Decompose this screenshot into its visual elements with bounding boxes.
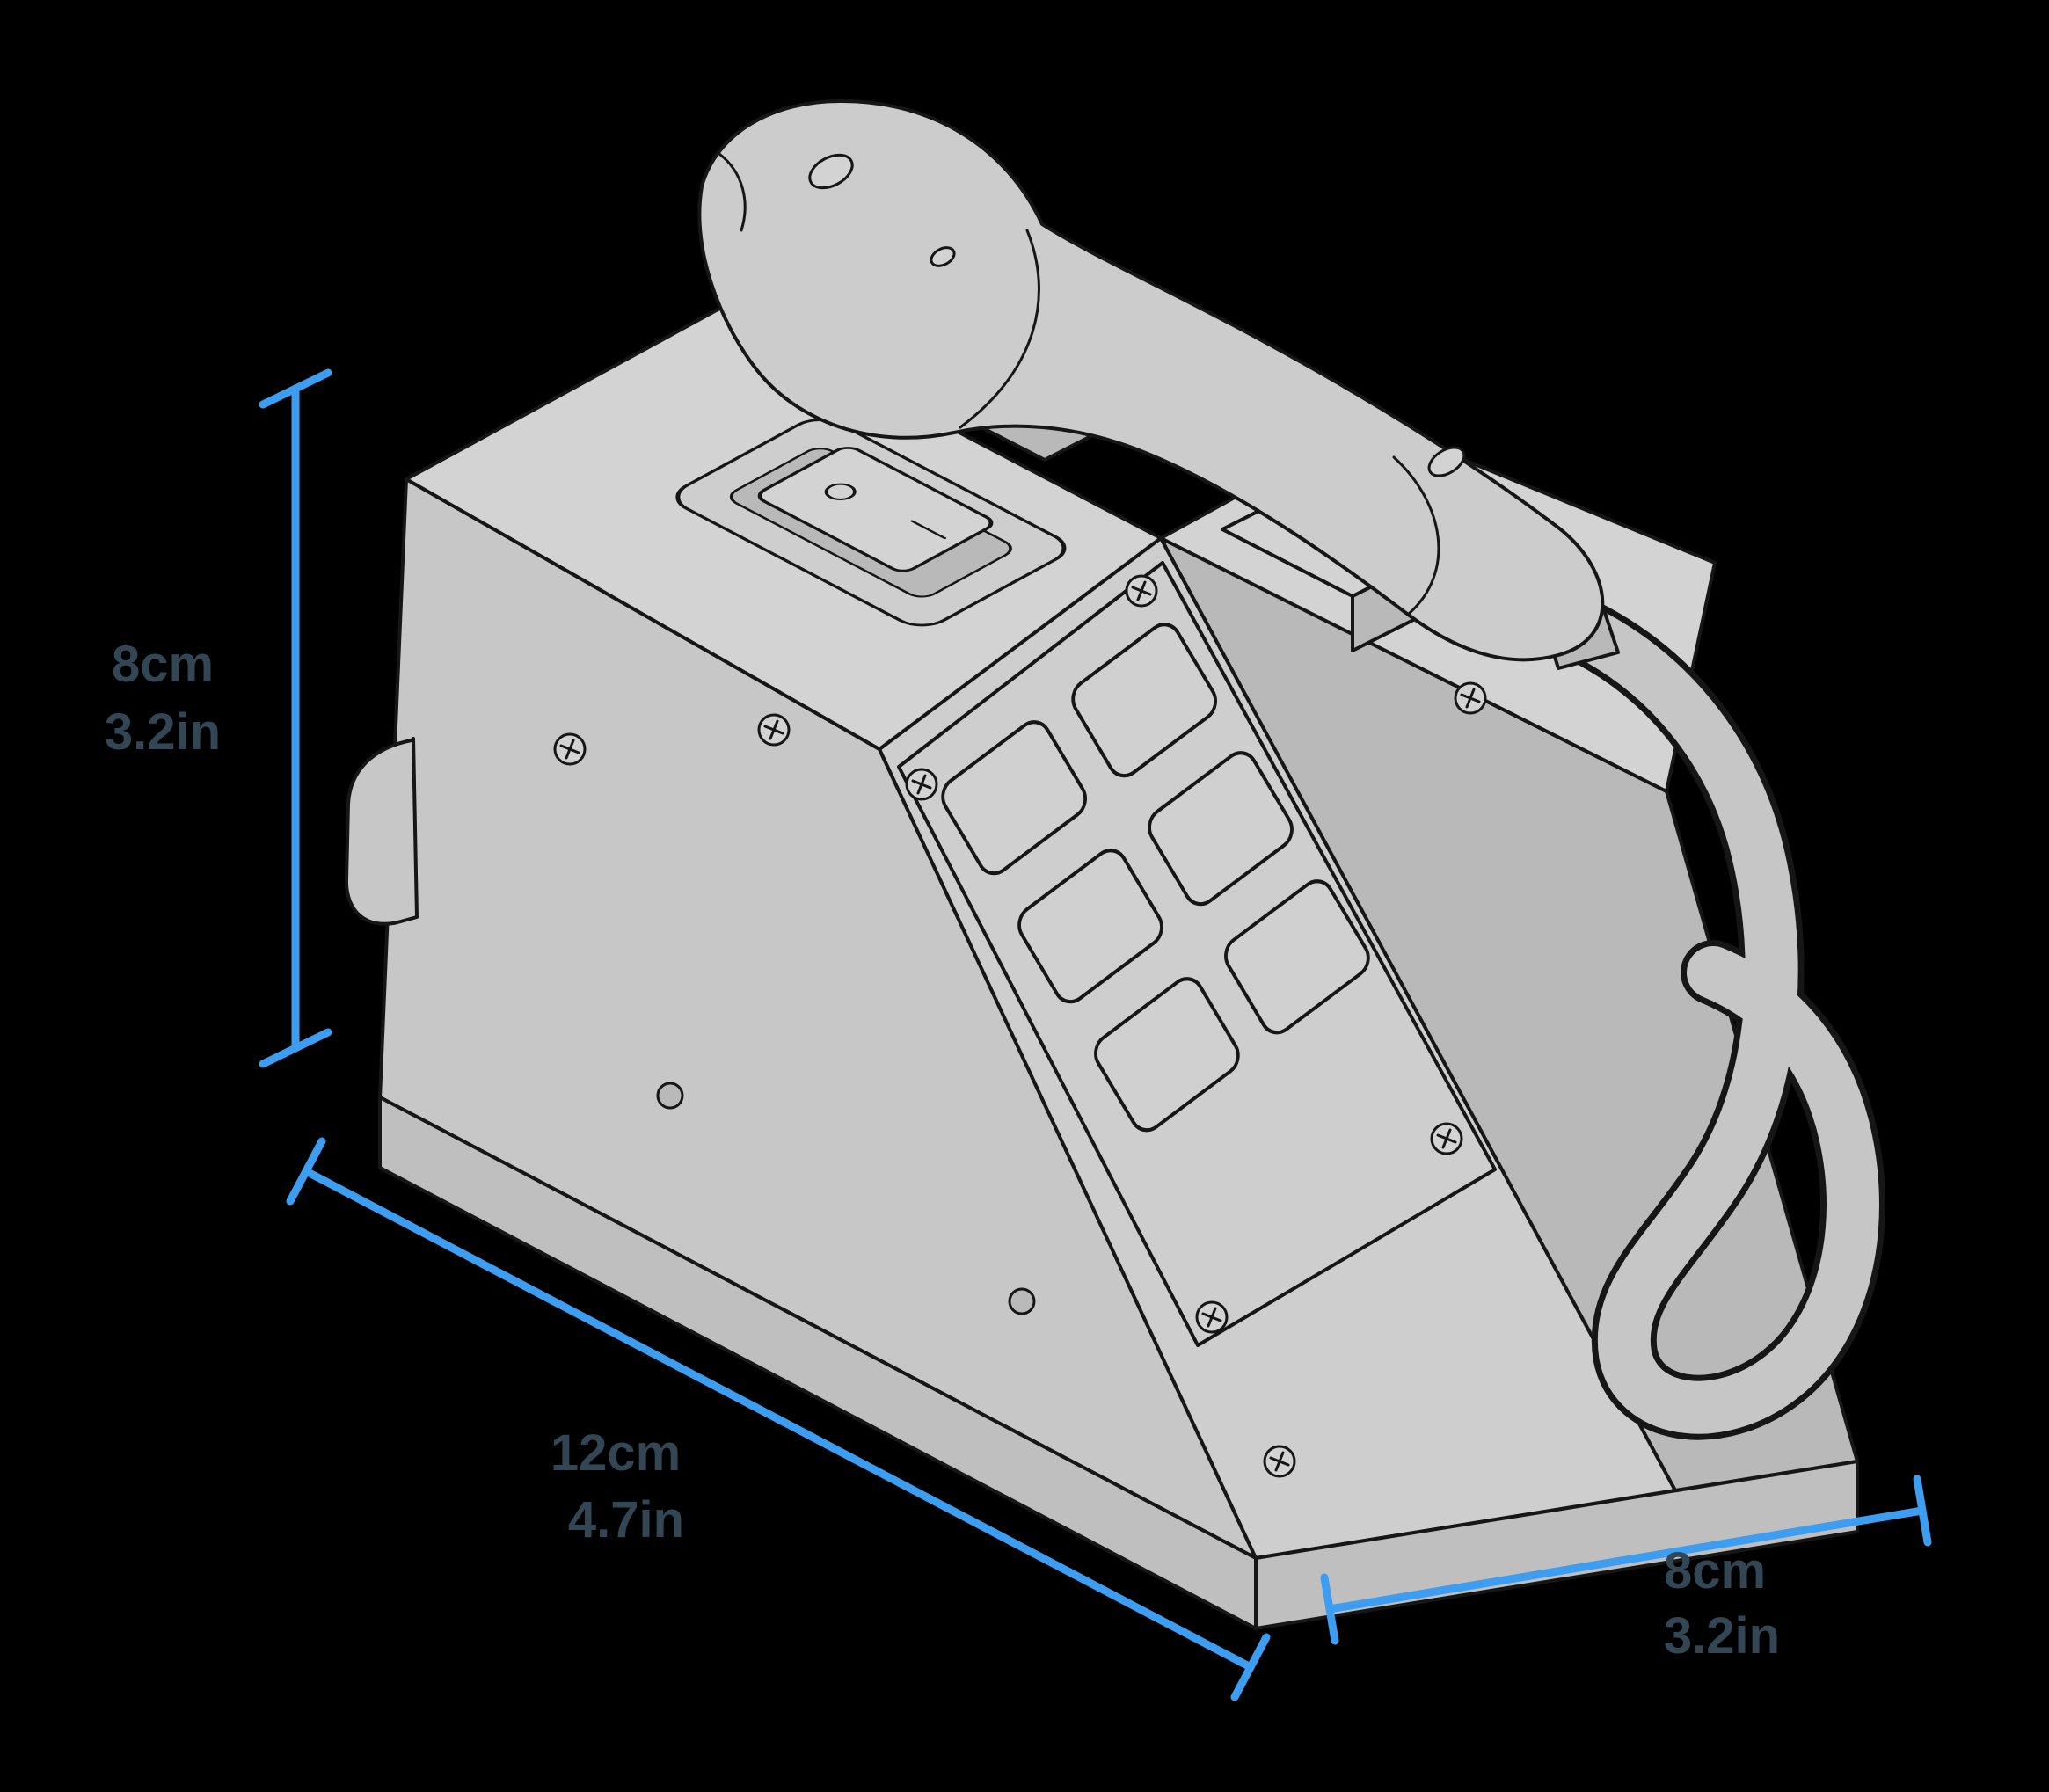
mount-tab: [344, 737, 419, 926]
dimension-tick: [286, 1137, 326, 1206]
screw-icon: [1125, 574, 1158, 608]
keypad-button: [941, 720, 1087, 876]
rocker-switch: [675, 419, 1067, 627]
length-label-imperial: 4.7in: [568, 1491, 684, 1548]
keypad-button: [1094, 977, 1240, 1133]
switch-off-mark-icon: [910, 520, 947, 540]
switch-rocker: [757, 447, 994, 572]
switch-on-mark-icon: [824, 483, 857, 500]
dimension-tick: [259, 368, 332, 409]
length-label-metric: 12cm: [551, 1424, 681, 1482]
dimension-tick: [259, 1028, 332, 1068]
dimension-tick: [1230, 1633, 1271, 1701]
dimension-length: 12cm 4.7in: [286, 1137, 1271, 1701]
handset-ear-seam: [959, 229, 1040, 429]
dimension-depth: 8cm 3.2in: [1320, 1475, 1932, 1665]
handset: [697, 98, 1605, 662]
keypad-button: [1224, 879, 1370, 1035]
height-label-imperial: 3.2in: [105, 703, 221, 761]
dimension-tick: [1320, 1573, 1339, 1645]
dimension-tick: [1913, 1475, 1932, 1547]
handset-detail-icon: [930, 246, 956, 267]
dimension-height: 8cm 3.2in: [105, 368, 332, 1068]
screw-icon: [1430, 1122, 1463, 1155]
handset-tip-seam: [718, 152, 747, 232]
vent-hole-icon: [656, 1082, 684, 1110]
screw-icon: [1454, 681, 1487, 715]
screws: [553, 574, 1487, 1478]
screw-icon: [757, 713, 791, 747]
screw-icon: [1263, 1445, 1296, 1478]
keypad: [941, 623, 1370, 1133]
screw-icon: [553, 732, 587, 766]
keypad-button: [1148, 751, 1294, 907]
vent-hole-icon: [1008, 1287, 1036, 1315]
handset-speaker-icon: [808, 153, 854, 190]
phone-body: [344, 306, 1859, 1630]
screw-icon: [1195, 1300, 1229, 1334]
height-label-metric: 8cm: [112, 636, 214, 693]
screw-icon: [905, 768, 938, 801]
handset-mouth-seam: [1392, 455, 1440, 616]
depth-label-metric: 8cm: [1664, 1542, 1766, 1599]
depth-label-imperial: 3.2in: [1664, 1607, 1780, 1665]
keypad-button: [1071, 623, 1217, 778]
handset-mic-icon: [1427, 446, 1466, 477]
handset-shell: [697, 98, 1605, 662]
keypad-button: [1017, 849, 1163, 1004]
base-skirt-right: [1254, 1460, 1859, 1630]
